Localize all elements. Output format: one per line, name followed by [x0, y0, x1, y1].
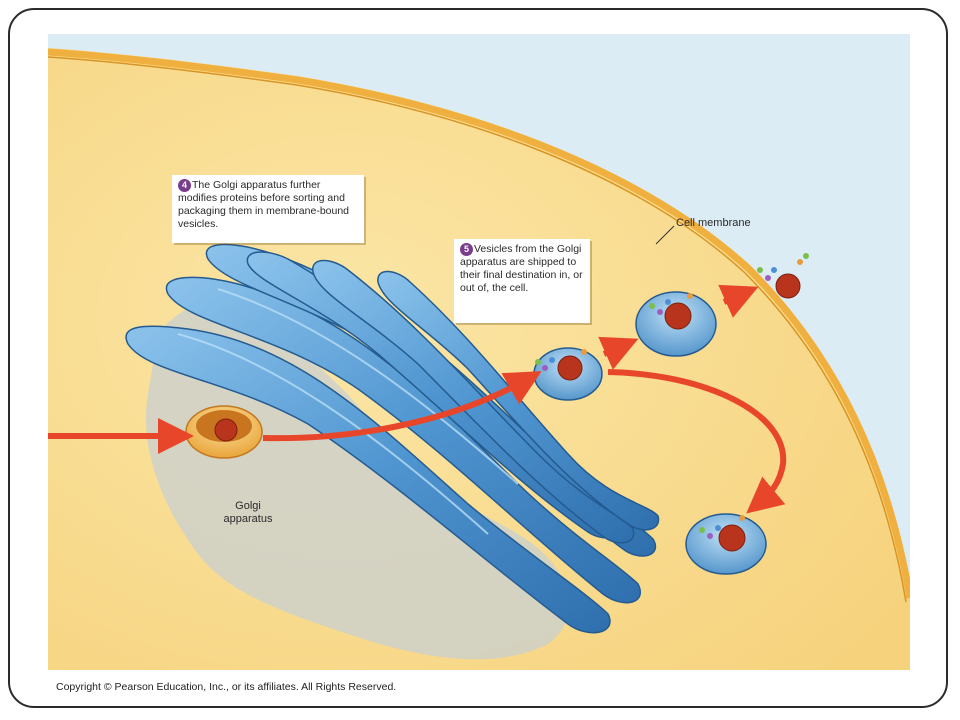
copyright-notice: Copyright © Pearson Education, Inc., or …: [56, 681, 397, 693]
arrow-through-golgi: [262, 371, 542, 442]
budding-vesicle: [533, 347, 603, 401]
golgi-apparatus: [125, 243, 660, 634]
arrow-to-secretory-vesicle: [598, 336, 639, 370]
secreted-protein: [757, 253, 809, 299]
golgi-cisterna-top-edge: [177, 333, 489, 535]
protein-icon: [557, 355, 583, 381]
arrow-out-of-cell: [718, 284, 759, 318]
incoming-vesicle: [185, 405, 263, 459]
arrow-to-intracellular-vesicle: [607, 369, 787, 514]
cell-membrane: [48, 48, 910, 599]
callout-step-4-text: The Golgi apparatus further modifies pro…: [178, 179, 350, 230]
callout-step-5-text: Vesicles from the Golgi apparatus are sh…: [460, 243, 583, 294]
protein-icon: [214, 418, 238, 442]
golgi-diagram: [48, 34, 910, 670]
protein-icon: [775, 273, 801, 299]
protein-icon: [718, 524, 746, 552]
golgi-apparatus-label: Golgi apparatus: [223, 500, 273, 525]
secretory-vesicle: [635, 291, 717, 357]
intracellular-vesicle: [685, 513, 767, 575]
golgi-cisterna-top-edge: [217, 288, 519, 485]
golgi-cisterna: [125, 325, 611, 634]
cell-membrane-leader-line: [655, 225, 675, 245]
transport-arrows: [48, 284, 787, 514]
step-5-badge: 5: [460, 243, 473, 256]
step-4-badge: 4: [178, 179, 191, 192]
extracellular-space: [48, 34, 910, 594]
cell-membrane-label: Cell membrane: [676, 217, 751, 229]
protein-icon: [664, 302, 692, 330]
cell-membrane-inner-line: [48, 56, 907, 603]
